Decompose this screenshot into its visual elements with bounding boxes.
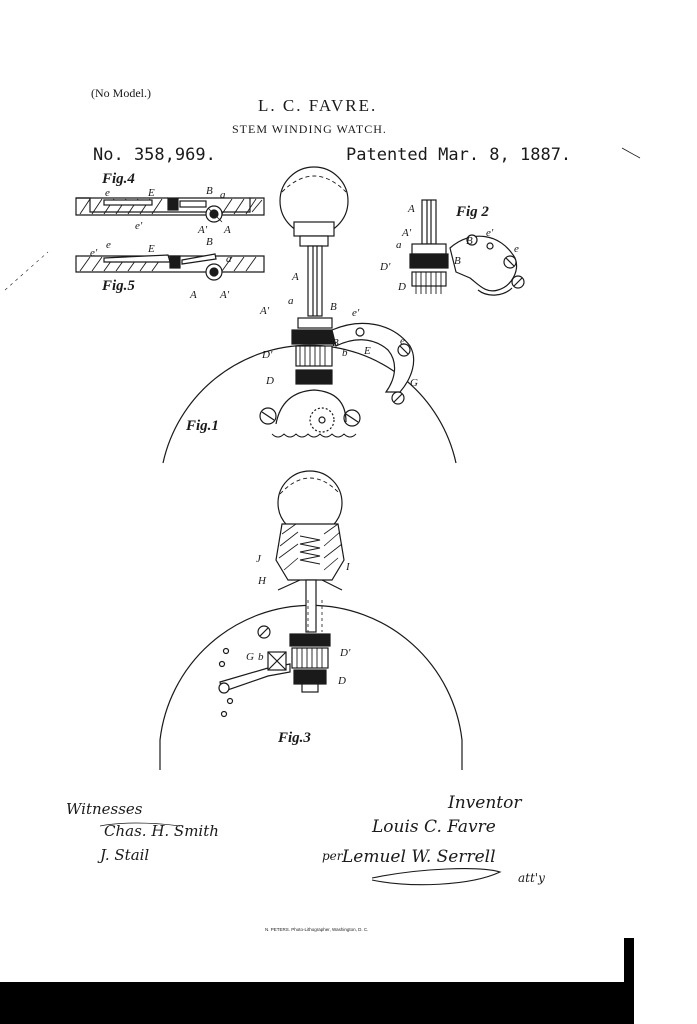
- figure-5-drawing: [75, 253, 265, 281]
- ref-letter-a: a: [220, 189, 226, 201]
- scan-mark: [4, 251, 49, 291]
- signature-flourish: [371, 868, 502, 886]
- ref-letter-e-prime: e': [352, 307, 360, 319]
- ref-letter-G: G: [410, 377, 418, 389]
- ref-letter-A-prime: A': [197, 224, 208, 236]
- ref-letter-e: e: [105, 187, 110, 199]
- ref-letter-D-prime: D': [261, 349, 273, 361]
- witnesses-label: Witnesses: [66, 800, 143, 818]
- ref-letter-D: D: [397, 281, 406, 293]
- ref-letter-A: A: [189, 289, 197, 301]
- patent-title: STEM WINDING WATCH.: [232, 122, 387, 136]
- ref-letter-e-prime: e': [135, 220, 143, 232]
- ref-letter-E: E: [147, 243, 155, 255]
- scan-edge: [624, 938, 634, 1024]
- ref-letter-B: B: [332, 337, 339, 349]
- ref-letter-A: A: [291, 271, 299, 283]
- no-model-label: (No Model.): [91, 86, 151, 100]
- figure-2-drawing: [409, 199, 525, 296]
- fig5-label: Fig.5: [101, 278, 135, 294]
- fig4-label: Fig.4: [101, 171, 135, 187]
- ref-letter-B: B: [330, 301, 337, 313]
- patent-date: Patented Mar. 8, 1887.: [346, 145, 572, 165]
- ref-letter-a: a: [288, 295, 294, 307]
- ref-letter-J: J: [256, 553, 262, 565]
- ref-letter-B: B: [466, 235, 473, 247]
- ref-letter-I: I: [345, 561, 351, 573]
- ref-letter-e: e: [514, 243, 519, 255]
- signature-flourish: [99, 822, 181, 827]
- ref-letter-A-prime: A': [259, 305, 270, 317]
- ref-letter-A: A: [223, 224, 231, 236]
- ref-letter-B: B: [206, 185, 213, 197]
- ref-letter-E: E: [363, 345, 371, 357]
- ref-letter-D-prime: D': [339, 647, 351, 659]
- attorney-signature: Lemuel W. Serrell: [341, 847, 496, 867]
- inventor-name-heading: L. C. FAVRE.: [258, 96, 378, 115]
- ref-letter-A-prime: A': [401, 227, 412, 239]
- ref-letter-D-prime: D': [379, 261, 391, 273]
- ref-letter-e: e: [106, 239, 111, 251]
- scan-mark: [621, 147, 641, 159]
- ref-letter-G: G: [246, 651, 254, 663]
- ref-letter-b: b: [258, 651, 264, 663]
- printer-credit: N. PETERS. Photo-Lithographer, Washingto…: [265, 927, 369, 932]
- ref-letter-a: a: [226, 253, 232, 265]
- fig3-label: Fig.3: [277, 730, 311, 746]
- ref-letter-e-prime: e': [90, 247, 98, 259]
- ref-letter-B: B: [454, 255, 461, 267]
- inventor-label: Inventor: [447, 793, 522, 813]
- witness-1-signature: Chas. H. Smith: [104, 822, 219, 840]
- inventor-signature: Louis C. Favre: [371, 817, 496, 837]
- figure-4-drawing: [75, 197, 265, 223]
- ref-letter-D: D: [337, 675, 346, 687]
- ref-letter-e-prime: e': [486, 227, 494, 239]
- witness-2-signature: J. Stail: [97, 846, 149, 864]
- ref-letter-b: b: [342, 347, 348, 359]
- figure-1-drawing: [162, 166, 457, 464]
- scan-border: [0, 982, 632, 1024]
- patent-number: No. 358,969.: [93, 145, 216, 165]
- ref-letter-a: a: [396, 239, 402, 251]
- ref-letter-D: D: [265, 375, 274, 387]
- fig1-label: Fig.1: [185, 418, 219, 434]
- attorney-prefix: per: [322, 849, 344, 863]
- ref-letter-E: E: [147, 187, 155, 199]
- fig2-label: Fig 2: [455, 204, 489, 220]
- ref-letter-H: H: [257, 575, 267, 587]
- ref-letter-e: e: [400, 335, 405, 347]
- figure-3-drawing: [159, 470, 463, 770]
- ref-letter-B: B: [206, 236, 213, 248]
- attorney-suffix: att'y: [518, 871, 545, 885]
- ref-letter-A: A: [407, 203, 415, 215]
- ref-letter-A-prime: A': [219, 289, 230, 301]
